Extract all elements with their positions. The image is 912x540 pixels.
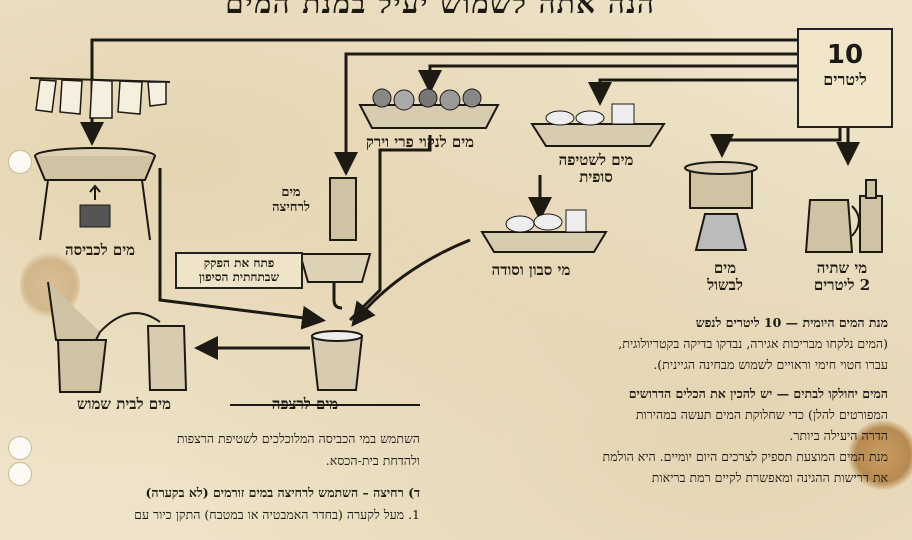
page-title: הנה אתה לשמוש יעיל במנת המים	[225, 0, 655, 21]
label-cooking-line1: מים	[713, 259, 737, 277]
sufficiency-line2: את דרישות ההגינה ומאפשרת לקיים רמת בריאו…	[651, 470, 888, 485]
distribution-line3: הדרה היעילה ביותר.	[789, 428, 888, 443]
label-rinse: מים לשטיפה סופית	[558, 151, 634, 187]
sufficiency-line1: מנת המים המוצעת תספיק לצרכים היום יומיים…	[602, 449, 889, 464]
label-drinking: מי שתיה 2 ליטרים	[792, 259, 892, 295]
toilet-icon	[47, 281, 188, 393]
binder-hole-middle	[8, 436, 32, 460]
paper-stain	[848, 420, 912, 490]
label-cooking-line2: לבשול	[707, 276, 743, 295]
rinse-basin-icon	[530, 103, 666, 147]
left-text-block: השתמש במי הכביסה המלוכלכים לשטיפת הרצפות…	[60, 428, 420, 526]
clothesline-icon	[29, 77, 171, 119]
left-text-line2: ולהדחת בית-הכסא.	[325, 453, 420, 468]
label-cooking: מים לבשול	[690, 259, 760, 295]
left-text-line1: השתמש במי הכביסה המלוכלכים לשטיפת הרצפות	[176, 431, 420, 446]
label-drinking-line1: מי שתיה	[816, 259, 868, 277]
soap-basin-icon	[480, 209, 608, 253]
binder-hole-bottom	[8, 462, 32, 486]
distribution-line2: המפורטים להלן) כדי שחלוקת המים תעשה במהי…	[635, 407, 888, 422]
label-soap: מי סבון וסודה	[491, 261, 571, 279]
total-amount: 10	[826, 40, 864, 70]
floor-bucket-icon	[310, 330, 364, 391]
cooking-pot-icon	[684, 161, 758, 251]
total-amount-box: 10 ליטרים	[797, 28, 893, 128]
label-washing: מים לרחיצה	[272, 185, 310, 215]
daily-ration-heading: מנת המים היומית — 10 ליטרים לנפש	[695, 315, 888, 330]
label-drinking-line2: 2 ליטרים	[813, 276, 871, 295]
right-text-block: מנת המים היומית — 10 ליטרים לנפש (המים נ…	[460, 312, 889, 488]
daily-ration-line3: עברו חטוי חימי וראויים לשמוש מבחינה הגיי…	[653, 357, 888, 372]
left-text-line4: 1. מעל לקערה (בחדר האמבטיה או במטבח) התק…	[134, 507, 420, 522]
daily-ration-line2: (המים נלקחו מבריכות אגירה, נבדקו בדיקה ב…	[618, 336, 888, 351]
fruit-basket-icon	[358, 88, 500, 129]
label-laundry: מים לכביסה	[64, 241, 136, 259]
distribution-line1: המים יחולקו לבתים — יש להכין את הכלים הד…	[628, 386, 888, 401]
label-fruit: מים לנקוי פרי וירק	[365, 133, 475, 151]
laundry-tub-icon	[34, 147, 156, 241]
left-text-line3: ד) רחיצה – השתמש לרחיצה במים זורמים (לא …	[145, 485, 420, 500]
drinking-jug-icon	[804, 179, 883, 253]
label-toilet: מים לבית שמוש	[77, 395, 171, 413]
total-unit: ליטרים	[823, 70, 867, 89]
label-floor: מים לרצפה	[271, 395, 339, 413]
binder-hole-top	[8, 150, 32, 174]
siphon-note: פתח את הפקק שבתחתית הסיפון	[175, 252, 303, 289]
washbasin-icon	[298, 177, 372, 310]
